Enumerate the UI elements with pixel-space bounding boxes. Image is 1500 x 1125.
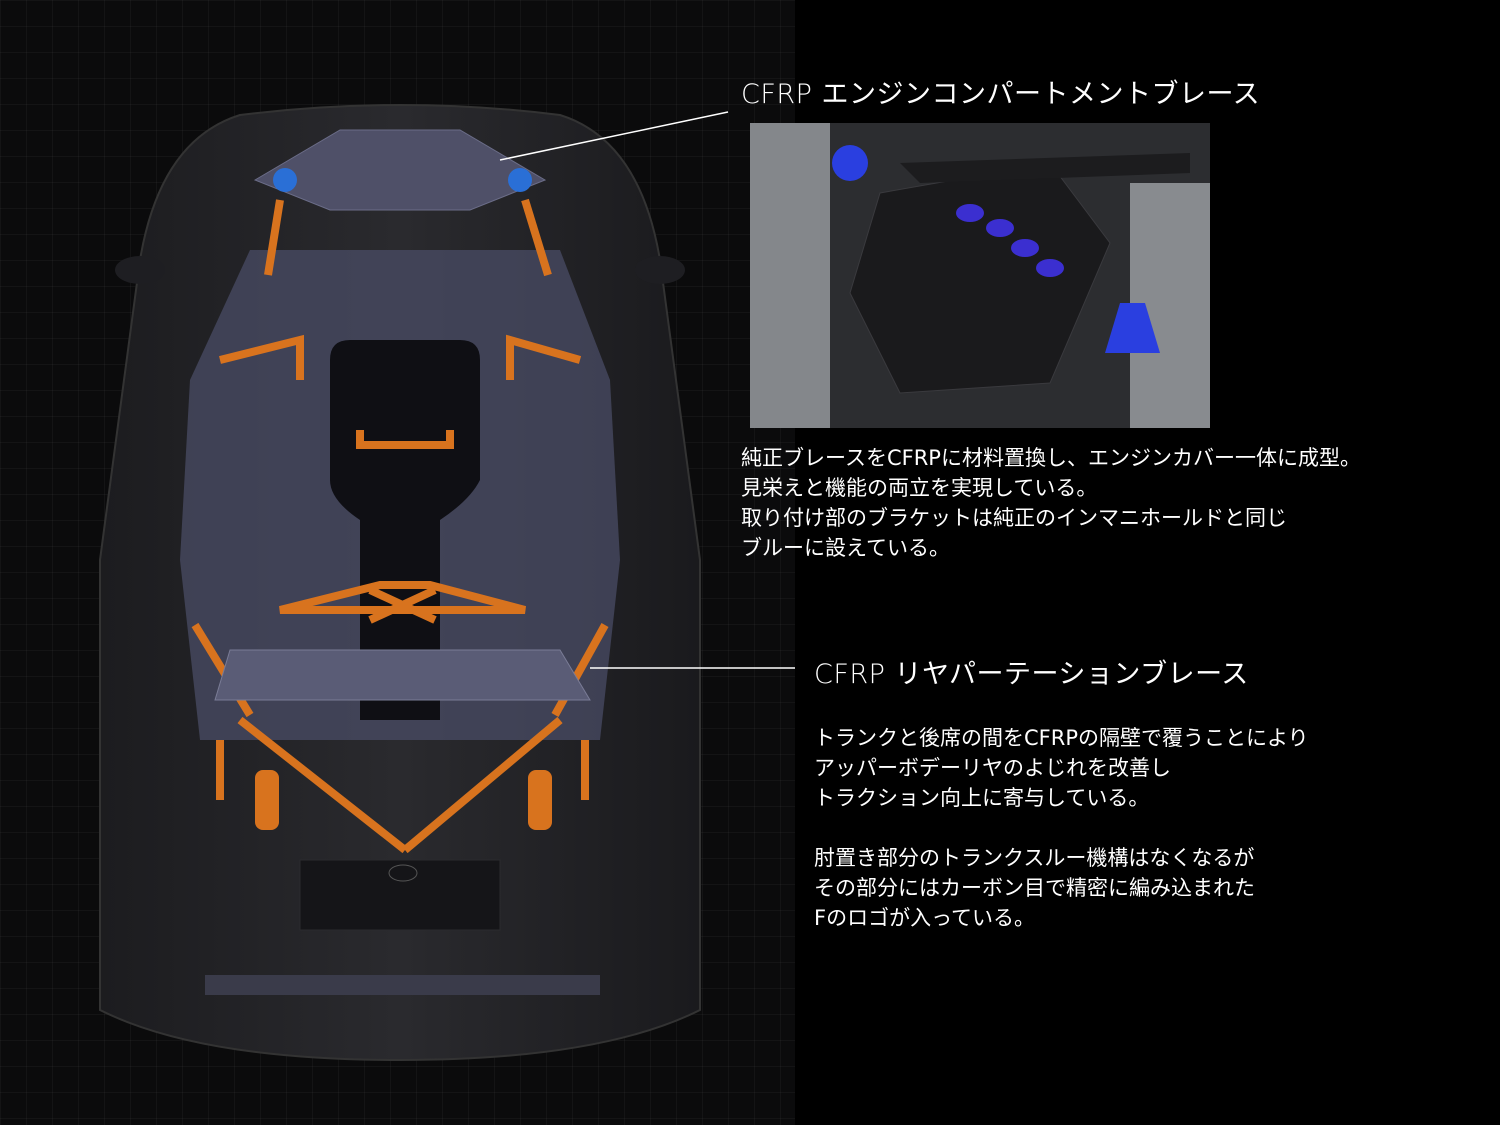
rear-partition-brace xyxy=(214,649,591,701)
rear-brace-description: トランクと後席の間をCFRPの隔壁で覆うことにより アッパーボデーリヤのよじれを… xyxy=(814,723,1309,933)
description-line: その部分にはカーボン目で精密に編み込まれた xyxy=(814,876,1255,900)
description-line: トランクと後席の間をCFRPの隔壁で覆うことにより xyxy=(814,726,1309,750)
front-strut-brace xyxy=(253,129,547,211)
engine-brace-title: CFRP エンジンコンパートメントブレース xyxy=(741,79,1261,110)
rear-brace-title: CFRP リヤパーテーションブレース xyxy=(814,659,1249,690)
car-render-panel xyxy=(0,0,795,1125)
description-line: 取り付け部のブラケットは純正のインマニホールドと同じ xyxy=(741,506,1287,530)
description-line: トラクション向上に寄与している。 xyxy=(814,786,1150,810)
engine-brace-description: 純正ブレースをCFRPに材料置換し、エンジンカバー一体に成型。 見栄えと機能の両… xyxy=(741,443,1361,563)
rear-x-brace xyxy=(279,581,527,624)
description-line: 純正ブレースをCFRPに材料置換し、エンジンカバー一体に成型。 xyxy=(741,446,1361,470)
description-line: アッパーボデーリヤのよじれを改善し xyxy=(814,756,1171,780)
description-line: 見栄えと機能の両立を実現している。 xyxy=(741,476,1098,500)
engine-bay-photo xyxy=(750,123,1210,428)
center-tunnel xyxy=(330,340,480,720)
description-line: Fのロゴが入っている。 xyxy=(814,906,1036,930)
description-spacer xyxy=(814,813,1309,843)
leader-line-engine-brace xyxy=(499,111,729,161)
description-line: ブルーに設えている。 xyxy=(741,536,950,560)
description-line: 肘置き部分のトランクスルー機構はなくなるが xyxy=(814,846,1255,870)
car-cutaway-illustration xyxy=(99,104,701,1062)
